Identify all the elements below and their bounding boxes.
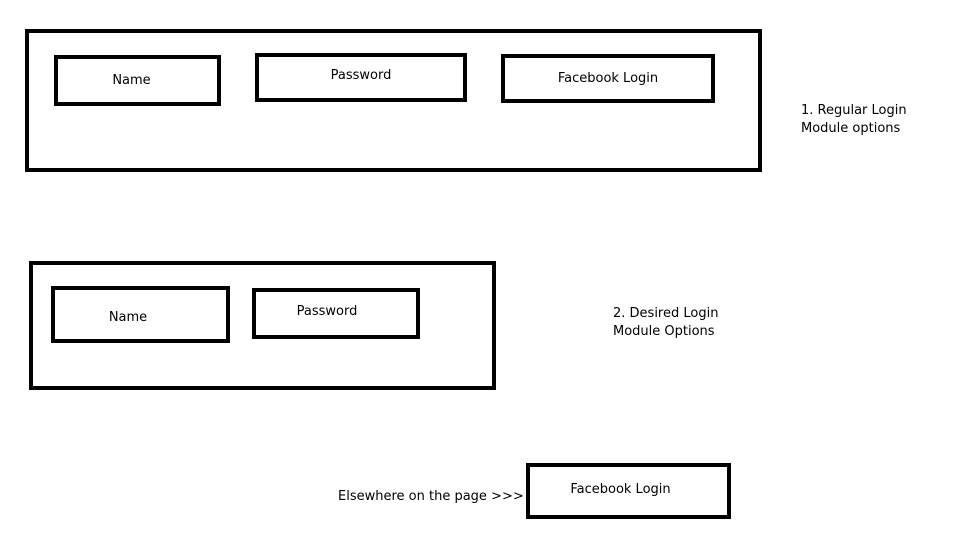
regular-name-field[interactable]: Name bbox=[54, 55, 221, 106]
regular-module-caption: 1. Regular Login Module options bbox=[801, 102, 907, 138]
desired-name-field[interactable]: Name bbox=[51, 286, 230, 343]
regular-caption-line1: 1. Regular Login bbox=[801, 103, 907, 118]
elsewhere-facebook-login-button[interactable]: Facebook Login bbox=[526, 463, 731, 519]
regular-caption-line2: Module options bbox=[801, 121, 901, 136]
regular-facebook-login-button[interactable]: Facebook Login bbox=[501, 54, 715, 103]
regular-password-label: Password bbox=[330, 68, 392, 83]
desired-password-label: Password bbox=[296, 304, 358, 319]
desired-module-caption: 2. Desired Login Module Options bbox=[613, 305, 718, 341]
desired-caption-line2: Module Options bbox=[613, 324, 715, 339]
elsewhere-note: Elsewhere on the page >>> bbox=[338, 489, 524, 504]
desired-password-field[interactable]: Password bbox=[252, 288, 420, 339]
elsewhere-facebook-login-label: Facebook Login bbox=[570, 481, 671, 497]
desired-caption-line1: 2. Desired Login bbox=[613, 306, 719, 321]
desired-name-label: Name bbox=[108, 310, 148, 325]
regular-name-label: Name bbox=[112, 73, 151, 88]
regular-facebook-login-label: Facebook Login bbox=[557, 71, 659, 86]
regular-password-field[interactable]: Password bbox=[255, 53, 467, 102]
